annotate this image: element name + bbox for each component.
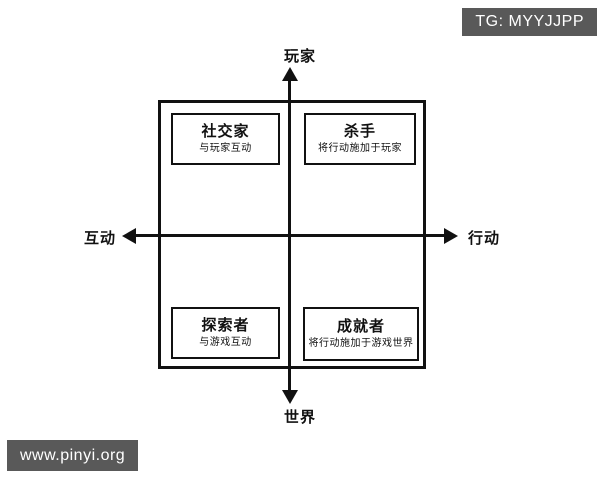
quadrant-subtitle: 将行动施加于玩家 bbox=[318, 142, 402, 154]
arrow-down-icon bbox=[282, 390, 298, 404]
quadrant-subtitle: 与游戏互动 bbox=[199, 336, 252, 348]
axis-label-players: 玩家 bbox=[283, 48, 316, 65]
axis-label-interacting: 互动 bbox=[83, 230, 116, 247]
quadrant-title: 杀手 bbox=[343, 123, 376, 141]
quadrant-card-socializer: 社交家 与玩家互动 bbox=[171, 113, 280, 165]
telegram-watermark-badge: TG: MYYJJPP bbox=[462, 8, 597, 36]
horizontal-axis-line bbox=[136, 234, 445, 237]
quadrant-card-killer: 杀手 将行动施加于玩家 bbox=[304, 113, 416, 165]
axis-label-world: 世界 bbox=[283, 409, 316, 426]
quadrant-subtitle: 与玩家互动 bbox=[199, 142, 252, 154]
quadrant-subtitle: 将行动施加于游戏世界 bbox=[308, 337, 414, 349]
quadrant-card-achiever: 成就者 将行动施加于游戏世界 bbox=[303, 307, 419, 361]
arrow-left-icon bbox=[122, 228, 136, 244]
arrow-right-icon bbox=[444, 228, 458, 244]
quadrant-card-explorer: 探索者 与游戏互动 bbox=[171, 307, 280, 359]
quadrant-title: 社交家 bbox=[201, 123, 250, 141]
website-watermark-badge: www.pinyi.org bbox=[7, 440, 139, 471]
quadrant-title: 探索者 bbox=[201, 317, 250, 335]
axis-label-acting: 行动 bbox=[467, 230, 500, 247]
arrow-up-icon bbox=[282, 67, 298, 81]
quadrant-title: 成就者 bbox=[336, 318, 385, 336]
